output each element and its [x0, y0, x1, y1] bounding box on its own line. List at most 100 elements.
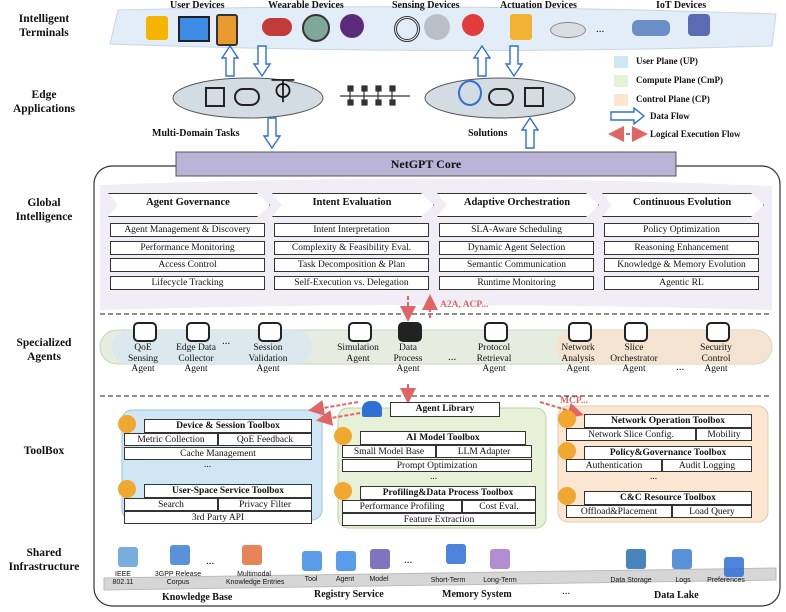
- lake-storage-icon: [626, 549, 646, 569]
- tablet-icon: [216, 14, 238, 46]
- sca-robot-icon: [706, 322, 730, 342]
- toolbox-cc-item-0: Offload&Placement: [566, 505, 672, 518]
- row-label-infra: Shared Infrastructure: [8, 547, 80, 573]
- antenna-icon: ⏁: [272, 79, 295, 104]
- pra-robot-icon: [484, 322, 508, 342]
- netop-gear-icon: [558, 410, 576, 428]
- pillar-1-item-1: Complexity & Feasibility Eval.: [274, 240, 429, 255]
- car-icon: [632, 20, 670, 36]
- drone-icon: [688, 14, 710, 36]
- vr-headset-icon: [262, 18, 292, 36]
- agent-library-icon: [362, 401, 382, 417]
- toolbox-device-item-1: QoE Feedback: [218, 433, 312, 446]
- infra-registry-item-0: Tool: [304, 576, 318, 583]
- toolbox-aimodel-title: AI Model Toolbox: [360, 431, 526, 445]
- legend-cmp-swatch: [614, 75, 628, 87]
- agents-ellipsis-2: ...: [448, 351, 457, 363]
- pillar-1-item-0: Intent Interpretation: [274, 223, 429, 237]
- userspace-gear-icon: [118, 480, 136, 498]
- toolbox-profiling-item-1: Cost Eval.: [462, 500, 536, 513]
- network-topology-icon: [340, 85, 410, 106]
- toolbox-device-title: Device & Session Toolbox: [144, 419, 312, 433]
- dpa-robot-icon: [398, 322, 422, 342]
- naa-robot-icon: [568, 322, 592, 342]
- pillar-0-item-3: Lifecycle Tracking: [110, 275, 265, 290]
- toolbox-profiling-item-2: Feature Extraction: [342, 513, 536, 526]
- infra-ellipsis-1: ...: [206, 555, 215, 567]
- smartwatch-round-icon: [302, 14, 330, 42]
- row-label-agents: Specialized Agents: [16, 337, 72, 363]
- sensor-signal-icon: [394, 16, 420, 42]
- legend-cp-swatch: [614, 94, 628, 106]
- pillar-0-item-2: Access Control: [110, 258, 265, 272]
- terminal-user-label: User Devices: [170, 0, 225, 11]
- legend-logic-label: Logical Execution Flow: [650, 129, 741, 139]
- infra-kb-title: Knowledge Base: [162, 592, 233, 603]
- pillar-2-item-2: Semantic Communication: [439, 258, 594, 272]
- chip-icon-2: [524, 87, 544, 107]
- pillar-title-0: Agent Governance: [146, 197, 230, 208]
- kb-multimodal-icon: [242, 545, 262, 565]
- session-robot-icon: [258, 322, 282, 342]
- row-label-terminals: Intelligent Terminals: [18, 13, 70, 39]
- toolbox-cc-item-1: Load Query: [672, 505, 752, 518]
- pillar-header-0: [108, 193, 270, 217]
- toolbox-device-item-2: Cache Management: [124, 447, 312, 460]
- terminal-sensing-label: Sensing Devices: [392, 0, 460, 11]
- multi-domain-tasks-label: Multi-Domain Tasks: [152, 128, 240, 139]
- infra-lake-item-0: Data Storage: [610, 577, 652, 584]
- robot-arm-icon: [510, 14, 532, 40]
- infra-ellipsis-2: ...: [404, 554, 413, 566]
- legend-cmp-label: Compute Plane (CmP): [636, 75, 723, 85]
- location-sensor-icon: [462, 14, 484, 36]
- camera-icon: [424, 14, 450, 40]
- agents-ellipsis-3: ...: [676, 361, 685, 373]
- pillar-1-item-3: Self-Execution vs. Delegation: [274, 275, 429, 290]
- toolbox-profiling-title: Profiling&Data Process Toolbox: [360, 486, 536, 500]
- infra-lake-item-1: Logs: [675, 577, 691, 584]
- legend-flow-label: Data Flow: [650, 111, 690, 121]
- registry-tool-icon: [302, 551, 322, 571]
- terminal-ellipsis: ...: [596, 23, 605, 35]
- toolbox-device-item-0: Metric Collection: [124, 433, 218, 446]
- toolbox-netop-item-1: Mobility: [696, 428, 752, 441]
- pillar-title-2: Adaptive Orchestration: [463, 197, 571, 208]
- toolbox-userspace-title: User-Space Service Toolbox: [144, 484, 312, 498]
- infra-registry-item-1: Agent: [335, 576, 355, 583]
- pillar-3-item-2: Knowledge & Memory Evolution: [604, 258, 759, 272]
- terminal-wearable-label: Wearable Devices: [268, 0, 344, 11]
- toolbox-policy-title: Policy&Governance Toolbox: [584, 446, 752, 460]
- infra-registry-item-2: Model: [369, 576, 389, 583]
- pillar-3-item-3: Agentic RL: [604, 275, 759, 290]
- toolbox-userspace-item-0: Search: [124, 498, 218, 511]
- memory-long-icon: [490, 549, 510, 569]
- legend-up-swatch: [614, 56, 628, 68]
- edc-robot-icon: [186, 322, 210, 342]
- robot-vacuum-icon: [550, 22, 586, 38]
- a2a-label: A2A, ACP...: [440, 300, 489, 310]
- terminal-iot-label: IoT Devices: [656, 0, 707, 11]
- headphones-icon: [340, 14, 364, 38]
- toolbox-netop-title: Network Operation Toolbox: [584, 414, 752, 428]
- toolbox-aimodel-item-0: Small Model Base: [342, 445, 436, 458]
- infra-lake-title: Data Lake: [654, 590, 699, 601]
- ai-toolbox-ellipsis: ...: [430, 472, 438, 482]
- registry-model-icon: [370, 549, 390, 569]
- device-toolbox-ellipsis: ...: [204, 460, 212, 470]
- infra-lake-item-2: Preferences: [707, 577, 745, 584]
- pillar-2-item-3: Runtime Monitoring: [439, 275, 594, 290]
- toolbox-aimodel-item-2: Prompt Optimization: [342, 459, 532, 472]
- aimodel-gear-icon: [334, 427, 352, 445]
- solutions-label: Solutions: [468, 128, 508, 139]
- pillar-header-2: [437, 193, 599, 217]
- pillar-3-item-0: Policy Optimization: [604, 223, 759, 237]
- cp-toolbox-ellipsis: ...: [650, 472, 658, 482]
- terminal-actuation-label: Actuation Devices: [500, 0, 577, 11]
